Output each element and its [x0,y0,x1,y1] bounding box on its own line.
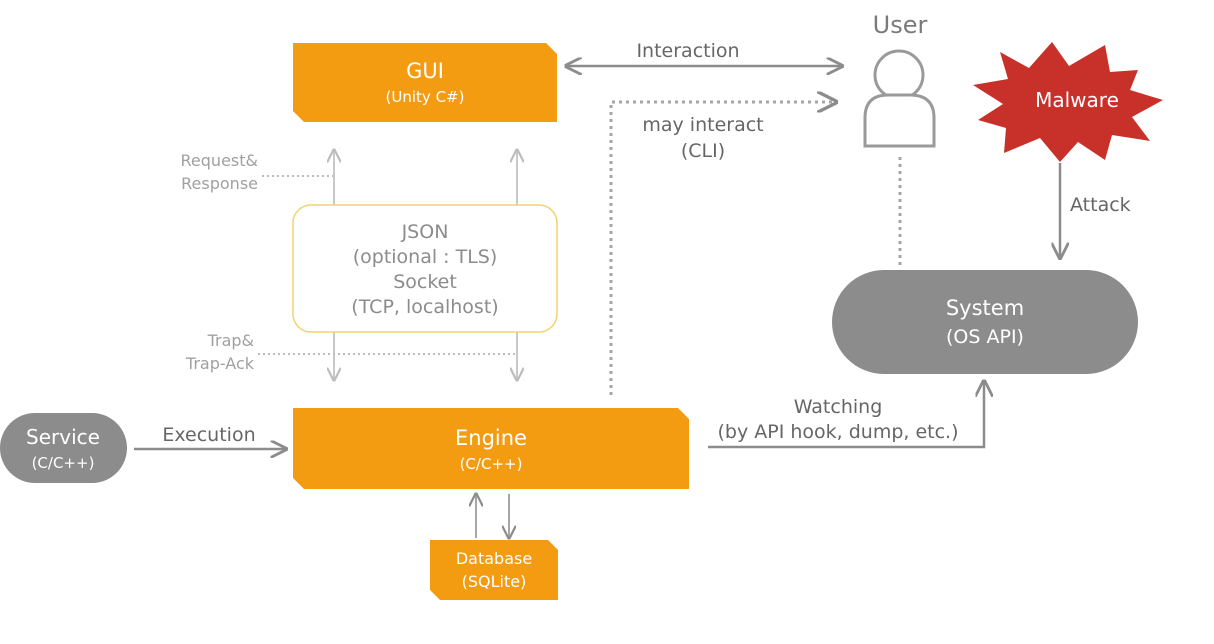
service-node: Service (C/C++) [0,413,127,483]
json-line2: (optional : TLS) [353,246,498,268]
trap-label-line1: Trap& [207,331,254,350]
service-title: Service [26,425,100,449]
json-line4: (TCP, localhost) [351,296,498,318]
request-label-line1: Request& [181,151,258,170]
database-title: Database [456,549,532,568]
user-node: User [863,11,936,148]
request-label-line2: Response [181,174,258,193]
trap-label-line2: Trap-Ack [185,354,255,373]
malware-label: Malware [1035,88,1119,112]
system-title: System [946,296,1024,320]
system-node: System (OS API) [832,270,1138,374]
engine-title: Engine [455,426,527,450]
attack-label: Attack [1070,194,1131,216]
json-line1: JSON [401,221,449,243]
watching-label-line2: (by API hook, dump, etc.) [717,421,958,443]
may-interact-label-line1: may interact [642,114,763,136]
json-line3: Socket [393,271,457,293]
may-interact-label-line2: (CLI) [681,140,725,162]
engine-node: Engine (C/C++) [293,408,689,489]
user-icon [863,49,936,148]
json-socket-box: JSON (optional : TLS) Socket (TCP, local… [292,204,558,333]
gui-node: GUI (Unity C#) [293,43,557,122]
system-subtitle: (OS API) [946,326,1024,348]
execution-label: Execution [162,424,255,446]
interaction-label: Interaction [636,40,739,62]
gui-title: GUI [406,59,444,83]
may-interact-arrow [609,102,836,395]
malware-node: Malware [973,42,1163,162]
watching-label-line1: Watching [794,396,883,418]
engine-subtitle: (C/C++) [460,455,523,473]
database-subtitle: (SQLite) [462,572,527,591]
gui-subtitle: (Unity C#) [386,88,465,106]
user-label: User [873,11,928,39]
service-subtitle: (C/C++) [32,454,95,472]
watching-arrow [708,381,984,449]
malware-burst-icon [973,42,1163,162]
database-node: Database (SQLite) [430,540,558,600]
